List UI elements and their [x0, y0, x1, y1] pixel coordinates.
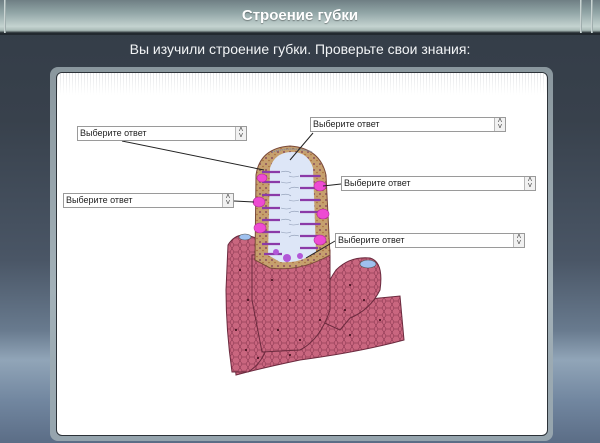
spinner-arrows-icon[interactable]: ˄˅ [513, 233, 524, 247]
answer-select-5[interactable]: Выберите ответ ˄˅ [335, 233, 525, 248]
header-left-pillar [4, 0, 6, 33]
answer-select-4[interactable]: Выберите ответ ˄˅ [63, 193, 234, 208]
header-right-pillar-1 [580, 0, 582, 33]
select-value: Выберите ответ [338, 235, 405, 245]
answer-select-3[interactable]: Выберите ответ ˄˅ [341, 176, 536, 191]
header-right-pillar-2 [591, 0, 593, 33]
select-value: Выберите ответ [80, 128, 147, 138]
panel-top-texture [57, 73, 547, 95]
sponge-main-body [251, 249, 331, 353]
spinner-arrows-icon[interactable]: ˄˅ [235, 126, 246, 140]
leader-lines [121, 132, 342, 259]
spongocoel-cavity [268, 152, 316, 263]
answer-select-1[interactable]: Выберите ответ ˄˅ [77, 126, 247, 141]
select-value: Выберите ответ [344, 178, 411, 188]
answer-select-2[interactable]: Выберите ответ ˄˅ [310, 117, 506, 132]
spinner-arrows-icon[interactable]: ˄˅ [494, 117, 505, 131]
spinner-arrows-icon[interactable]: ˄˅ [222, 193, 233, 207]
choanocytes-left [262, 170, 282, 256]
select-value: Выберите ответ [66, 195, 133, 205]
spinner-arrows-icon[interactable]: ˄˅ [524, 176, 535, 190]
instructions-text: Вы изучили строение губки. Проверьте сво… [129, 41, 471, 57]
page-title: Строение губки [241, 7, 359, 24]
select-value: Выберите ответ [313, 119, 380, 129]
title-bar: Строение губки [0, 0, 600, 35]
